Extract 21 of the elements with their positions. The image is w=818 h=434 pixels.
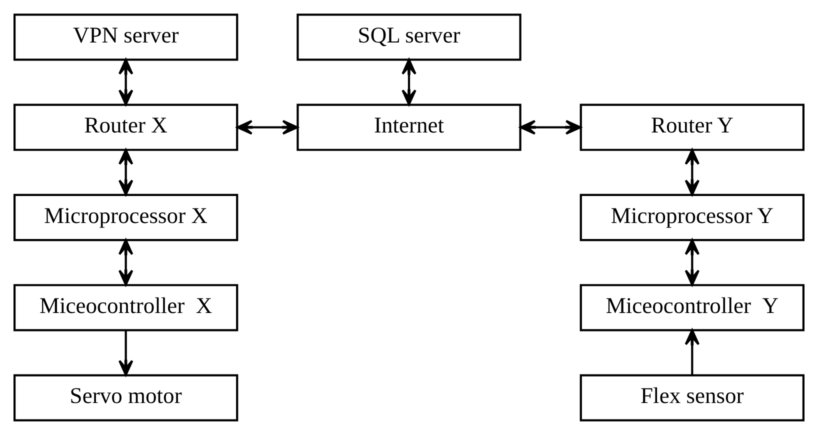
node-box: VPN server	[13, 13, 238, 60]
node-box: Microprocessor X	[13, 193, 238, 241]
arrow	[684, 238, 700, 286]
node-box: Internet	[296, 103, 522, 150]
arrow	[402, 58, 416, 105]
arrow	[118, 238, 134, 286]
arrow	[684, 328, 700, 374]
node-box: Servo motor	[13, 374, 238, 421]
node-box: Microprocessor Y	[580, 193, 805, 241]
node-box: SQL server	[296, 13, 522, 60]
arrow	[118, 330, 134, 376]
arrow	[118, 58, 134, 105]
arrow	[236, 119, 298, 134]
node-box: Flex sensor	[580, 374, 805, 421]
arrow	[520, 119, 582, 134]
arrow	[118, 148, 134, 196]
arrow	[684, 148, 700, 196]
node-box: Miceocontroller X	[13, 284, 238, 331]
node-box: Router X	[13, 103, 238, 150]
node-box: Router Y	[580, 103, 805, 150]
node-box: Miceocontroller Y	[580, 284, 805, 331]
